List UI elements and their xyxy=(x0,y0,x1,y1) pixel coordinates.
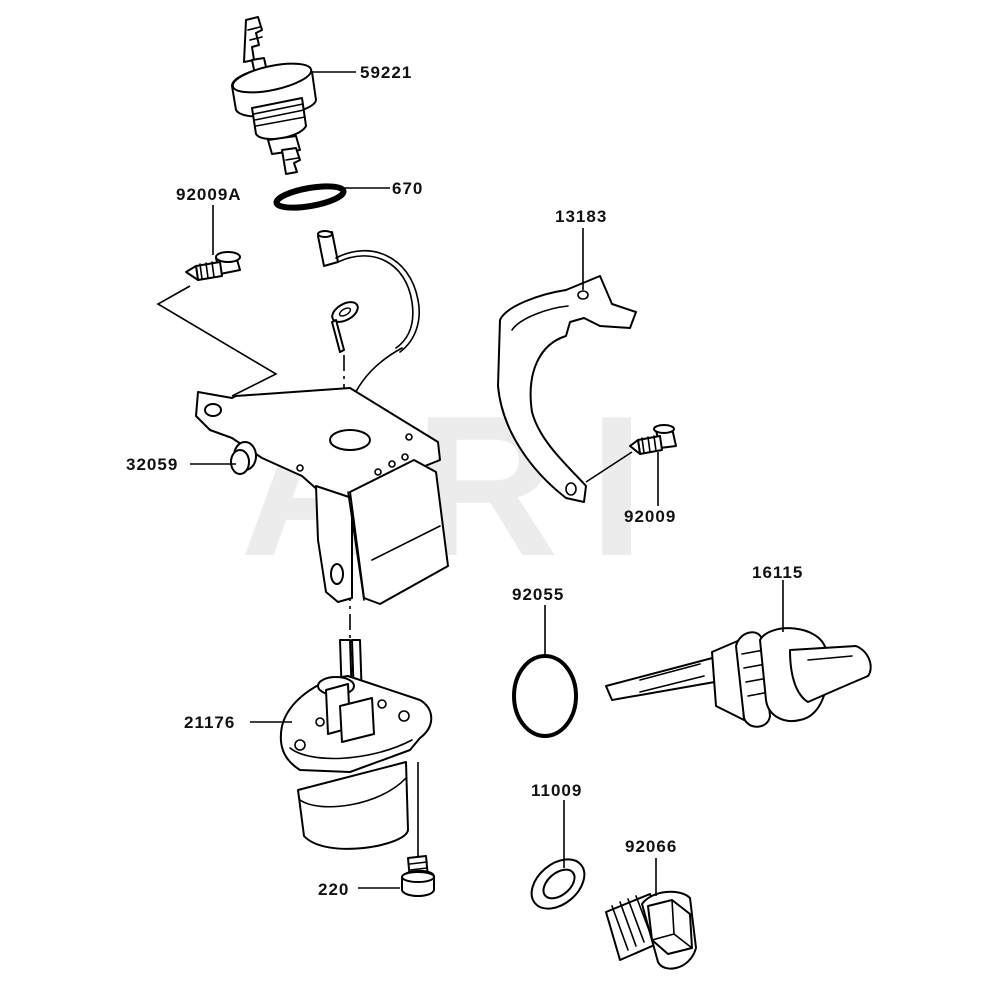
callout-220[interactable]: 220 xyxy=(318,880,349,899)
callout-92009A[interactable]: 92009A xyxy=(176,185,242,204)
callout-59221[interactable]: 59221 xyxy=(360,63,412,82)
washer-11009[interactable] xyxy=(522,849,594,918)
callout-32059[interactable]: 32059 xyxy=(126,455,178,474)
oil-dipstick-16115[interactable] xyxy=(605,627,872,728)
leader-lines xyxy=(156,71,784,896)
o-ring-670[interactable] xyxy=(273,182,347,212)
callout-92066[interactable]: 92066 xyxy=(625,837,677,856)
curved-bracket-13183[interactable] xyxy=(497,275,637,503)
o-ring-92055[interactable] xyxy=(512,654,578,738)
screw-92009[interactable] xyxy=(629,424,677,455)
grommet-32059[interactable] xyxy=(230,441,257,475)
eye-link[interactable] xyxy=(329,298,361,353)
screw-220[interactable] xyxy=(401,855,435,897)
governor-bracket[interactable] xyxy=(195,387,449,605)
callout-13183[interactable]: 13183 xyxy=(555,207,607,226)
solenoid-21176[interactable] xyxy=(279,639,433,850)
breather-valve-59221[interactable] xyxy=(230,16,317,175)
callout-92055[interactable]: 92055 xyxy=(512,585,564,604)
callout-16115[interactable]: 16115 xyxy=(752,563,803,582)
callout-21176[interactable]: 21176 xyxy=(184,713,235,732)
drain-plug-92066[interactable] xyxy=(605,890,697,970)
callout-670[interactable]: 670 xyxy=(392,179,423,198)
screw-92009A[interactable] xyxy=(185,251,241,281)
callout-11009[interactable]: 11009 xyxy=(531,781,582,800)
callout-92009[interactable]: 92009 xyxy=(624,507,676,526)
